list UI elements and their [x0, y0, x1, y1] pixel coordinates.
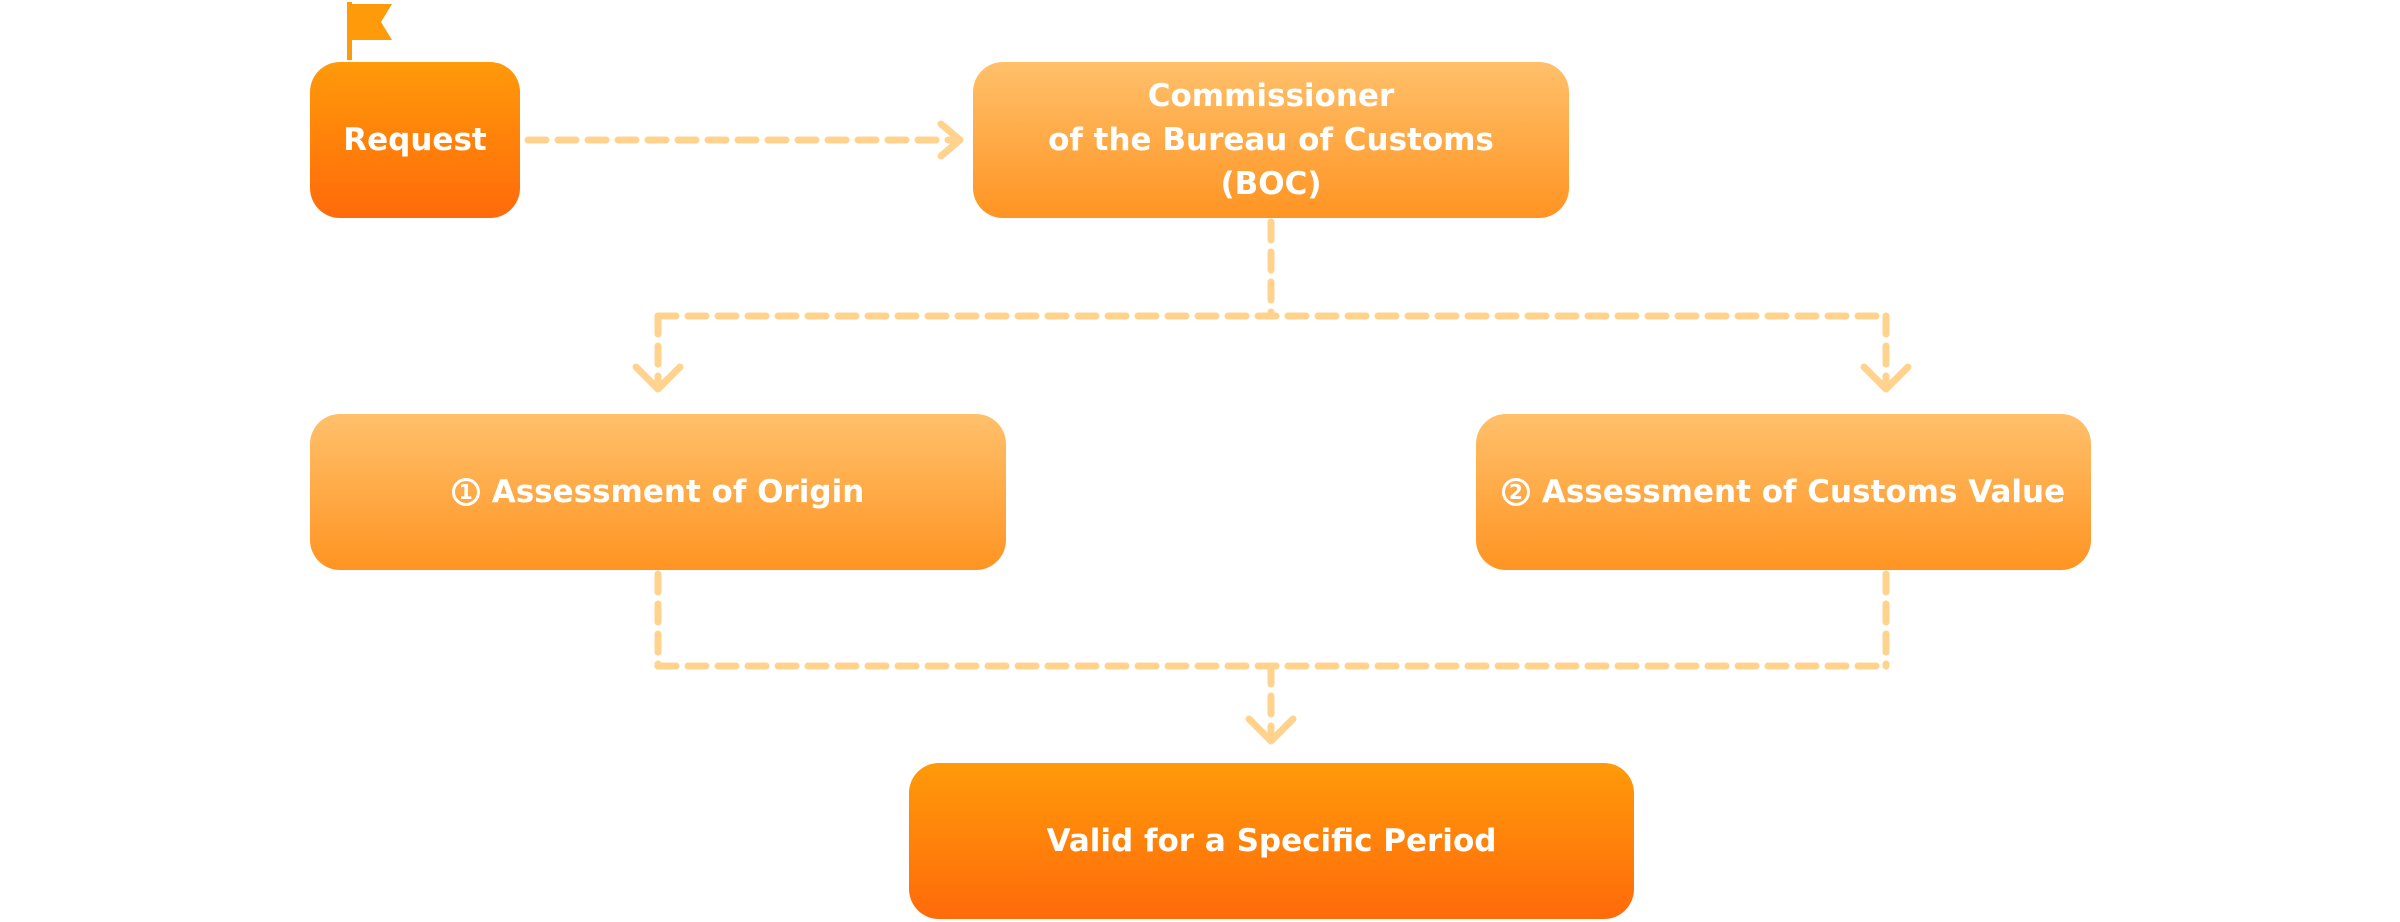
node-request: Request	[310, 62, 520, 218]
arrowhead-valid-period	[1245, 715, 1297, 745]
circled-number-icon: 2	[1501, 478, 1530, 506]
node-request-label: Request	[343, 122, 487, 158]
node-commissioner-label: Commissioner of the Bureau of Customs (B…	[1048, 78, 1494, 202]
node-assessment-of-origin: 1 Assessment of Origin	[310, 414, 1006, 570]
flag-icon	[347, 2, 392, 60]
node-assessment-of-origin-label: Assessment of Origin	[491, 474, 865, 510]
node-assessment-of-customs-value-label: Assessment of Customs Value	[1541, 474, 2066, 510]
arrowhead-customs-value	[1860, 363, 1912, 393]
node-commissioner: Commissioner of the Bureau of Customs (B…	[973, 62, 1569, 218]
arrowhead-commissioner	[937, 120, 964, 160]
arrowhead-origin	[632, 363, 684, 393]
node-valid-for-specific-period: Valid for a Specific Period	[909, 763, 1634, 919]
node-valid-for-specific-period-label: Valid for a Specific Period	[1046, 823, 1497, 859]
node-assessment-of-customs-value: 2 Assessment of Customs Value	[1476, 414, 2091, 570]
circled-number-icon: 1	[451, 478, 480, 506]
